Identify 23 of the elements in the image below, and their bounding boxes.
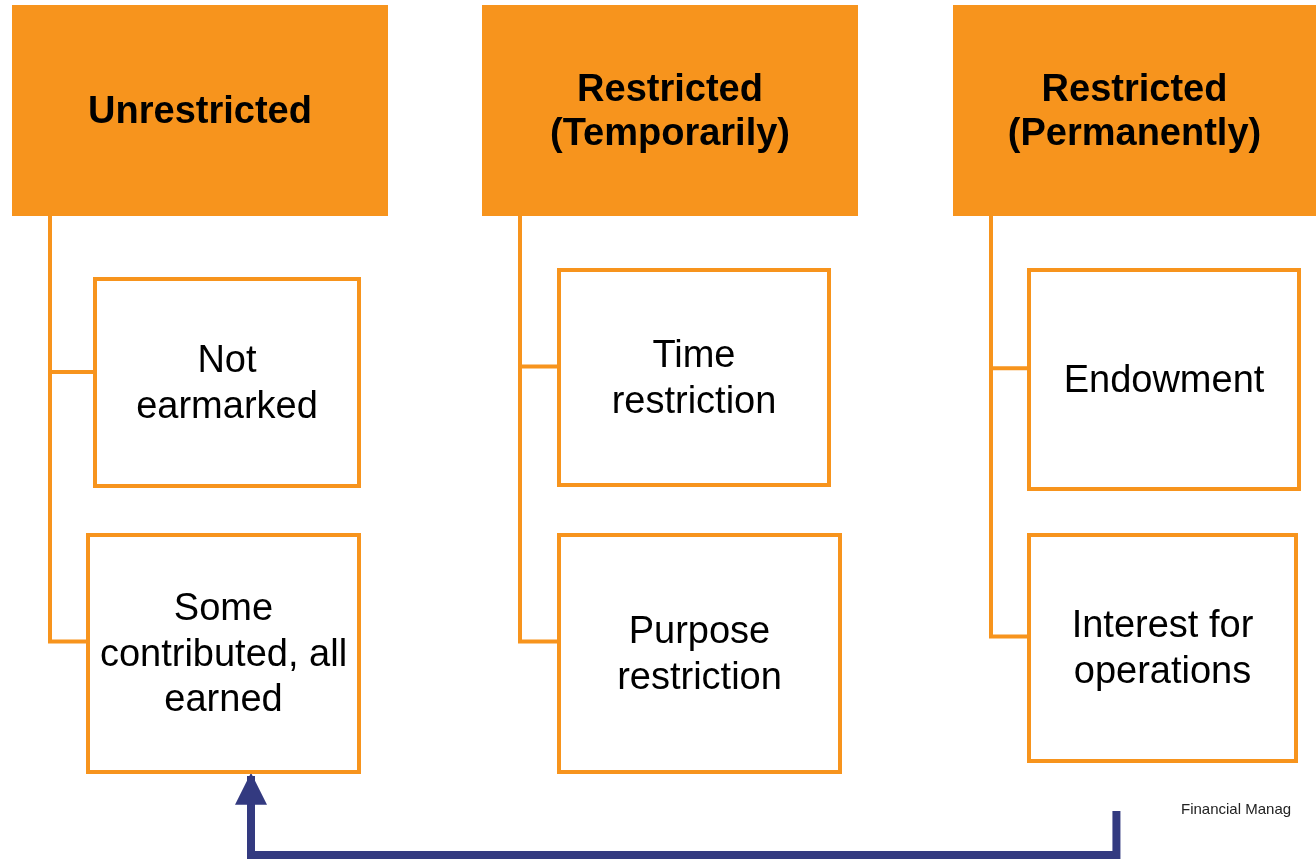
- category-box: [93, 277, 361, 488]
- connector-line: [48, 216, 86, 644]
- footer-note: Financial Manag: [1181, 800, 1292, 817]
- category-box: [1027, 533, 1298, 763]
- box-text: Not earmarked: [135, 336, 319, 428]
- arrow: [235, 772, 1121, 859]
- category-box: [557, 268, 831, 487]
- box-text: Endowment: [1063, 356, 1265, 402]
- category-box: [86, 533, 361, 774]
- box-text: Unrestricted: [88, 88, 312, 133]
- box-text: Restricted (Temporarily): [549, 66, 791, 155]
- box-text: Purpose restriction: [616, 607, 783, 699]
- connector-line: [518, 216, 557, 644]
- header-box: [12, 5, 388, 216]
- category-box: [1027, 268, 1301, 491]
- header-box: [953, 5, 1316, 216]
- box-text: Time restriction: [610, 331, 778, 423]
- box-text: Restricted (Permanently): [1006, 66, 1263, 155]
- connector-line: [989, 216, 1027, 639]
- header-box: [482, 5, 858, 216]
- category-box: [557, 533, 842, 774]
- box-text: Interest for operations: [1070, 602, 1255, 693]
- box-text: Some contributed, all earned: [98, 585, 349, 722]
